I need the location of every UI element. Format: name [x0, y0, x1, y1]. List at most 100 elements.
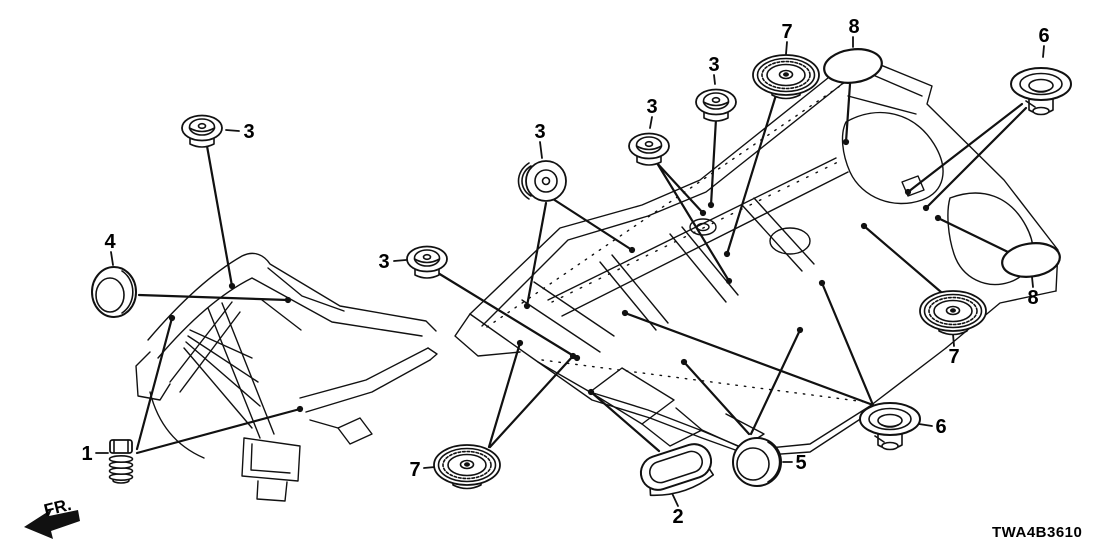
diagram-line	[1025, 100, 1036, 108]
leader-line	[682, 360, 751, 436]
leader-dot	[922, 204, 930, 212]
floor-pan-drawing	[454, 58, 1059, 457]
callout-label-6t: 6	[1038, 25, 1049, 47]
leader-dot	[621, 309, 629, 317]
diagram-line	[413, 258, 441, 264]
callout-leaders-5	[680, 326, 804, 463]
callout-tick	[110, 251, 114, 266]
diagram-line	[486, 85, 841, 328]
callout-tick	[918, 423, 933, 427]
diagram-line	[635, 145, 663, 151]
diagram-line	[169, 301, 233, 383]
diagram-line	[841, 111, 944, 205]
diagram-line	[454, 313, 521, 357]
front-subframe-drawing	[135, 252, 438, 502]
leader-line	[906, 102, 1024, 194]
leader-dot	[723, 250, 731, 258]
leader-dot	[725, 277, 733, 285]
diagram-line	[188, 118, 216, 136]
leader-line	[525, 201, 548, 308]
leader-line	[551, 197, 634, 252]
callout-leaders-3e	[707, 74, 718, 209]
callout-label-7t: 7	[781, 21, 792, 43]
callout-label-5: 5	[795, 452, 806, 474]
callout-leaders-8t	[842, 36, 854, 146]
callout-label-3c: 3	[378, 251, 389, 273]
plug-side-small-icon	[91, 266, 137, 318]
diagram-line	[702, 92, 730, 110]
leader-line	[862, 224, 943, 294]
callout-leaders-3b	[523, 141, 636, 310]
plug-side-icon	[732, 437, 782, 487]
callout-label-7r: 7	[948, 346, 959, 368]
diagram-line	[469, 313, 947, 451]
diagram-line	[422, 253, 432, 261]
leader-dot	[628, 246, 636, 254]
diagram-line	[702, 101, 730, 107]
leader-dot	[707, 201, 715, 209]
diagram-line	[635, 136, 663, 154]
callout-tick	[393, 259, 407, 262]
diagram-line	[442, 450, 492, 480]
diagram-line	[933, 299, 973, 323]
diagram-line	[1032, 89, 1050, 93]
leader-line	[936, 216, 1010, 254]
callout-tick	[1031, 276, 1034, 288]
oval-plug-icon	[639, 443, 715, 497]
diagram-line	[611, 254, 669, 324]
grommet-top-icon	[406, 245, 448, 279]
callout-leaders-4	[110, 251, 292, 304]
nut-grommet-icon	[1010, 67, 1072, 116]
leader-dot	[523, 302, 531, 310]
leader-line	[709, 117, 718, 207]
diagram-line	[427, 347, 438, 361]
leader-dot	[168, 314, 176, 322]
diagram-line	[766, 63, 806, 87]
leader-dot	[842, 138, 850, 146]
leader-line	[487, 341, 522, 449]
diagram-line	[641, 407, 703, 447]
leader-line	[655, 161, 731, 283]
callout-tick	[539, 141, 543, 159]
leader-line	[589, 390, 661, 453]
diagram-line	[689, 218, 717, 236]
diagram-line	[189, 329, 253, 359]
diagram-line	[187, 335, 259, 383]
callout-leaders-1	[95, 314, 304, 455]
leader-lines-layer	[95, 36, 1045, 507]
leader-dot	[904, 188, 912, 196]
callout-label-1: 1	[81, 443, 92, 465]
diagram-line	[1001, 242, 1061, 278]
diagram-line	[534, 169, 558, 193]
leader-line	[205, 144, 234, 288]
leader-dot	[934, 214, 942, 222]
callout-tick	[225, 129, 240, 132]
diagram-line	[923, 293, 983, 329]
threaded-plug-icon	[108, 439, 134, 484]
callout-leaders-6b	[621, 279, 933, 427]
diagram-line	[782, 72, 790, 77]
fr-direction-arrow	[24, 509, 80, 539]
callout-leaders-7bl	[423, 339, 577, 469]
callout-label-2: 2	[672, 506, 683, 528]
diagram-line	[649, 450, 703, 484]
leader-dot	[796, 326, 804, 334]
leader-dot	[228, 282, 236, 290]
diagram-line	[149, 391, 205, 459]
callout-leaders-6t	[904, 45, 1045, 212]
leader-line	[137, 293, 290, 302]
diagram-line	[947, 192, 1034, 286]
callout-label-6b: 6	[935, 416, 946, 438]
grommet-top-icon	[628, 132, 670, 166]
diagram-line	[547, 157, 837, 301]
oval-ellipse-icon	[823, 48, 883, 84]
callout-tick	[713, 74, 716, 85]
callout-leaders-7r	[860, 222, 955, 347]
big-grommet-icon	[919, 290, 987, 336]
diagram-line	[337, 417, 373, 445]
diagram-line	[188, 127, 216, 133]
callout-label-3a: 3	[243, 121, 254, 143]
diagram-line	[525, 160, 567, 202]
